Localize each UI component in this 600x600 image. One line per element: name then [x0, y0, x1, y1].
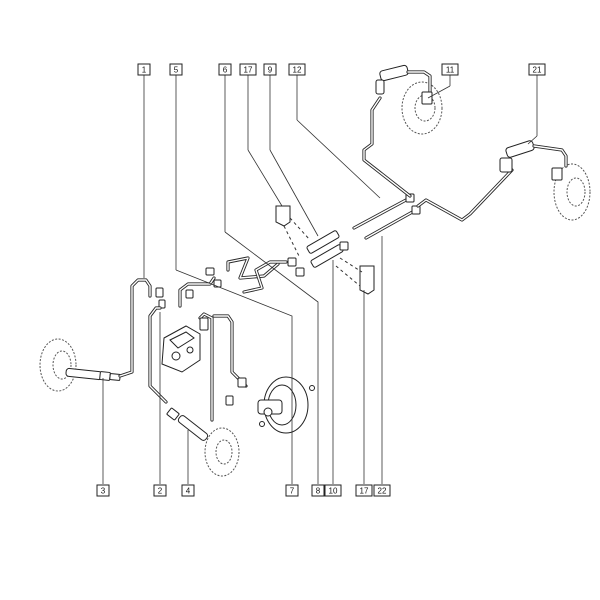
- pipe-8: [242, 257, 305, 294]
- union-connectors: [306, 230, 349, 268]
- rear-pipe-short-pair: [352, 193, 421, 240]
- svg-text:11: 11: [446, 66, 455, 75]
- callout-2: 2: [153, 484, 167, 497]
- pipe-1: [118, 278, 166, 378]
- callout-17-bottom: 17: [355, 484, 373, 497]
- svg-text:6: 6: [223, 66, 228, 75]
- callout-6: 6: [218, 63, 232, 76]
- pipe-4: [198, 312, 214, 422]
- svg-text:5: 5: [174, 66, 179, 75]
- leader-lines: [102, 75, 538, 484]
- callout-1: 1: [137, 63, 151, 76]
- wheel-front-left: [39, 338, 77, 392]
- wheel-rear-left: [553, 163, 591, 221]
- rear-pipe-to-wheel-11: [362, 64, 433, 198]
- callout-17-top: 17: [239, 63, 257, 76]
- brake-compensator-block: [161, 325, 201, 373]
- svg-text:12: 12: [293, 66, 302, 75]
- pipe-2: [148, 306, 168, 404]
- callout-11: 11: [441, 63, 459, 76]
- callout-3: 3: [96, 484, 110, 497]
- svg-text:9: 9: [268, 66, 273, 75]
- svg-text:17: 17: [244, 66, 253, 75]
- svg-text:8: 8: [316, 487, 321, 496]
- callout-9: 9: [263, 63, 277, 76]
- brake-booster: [257, 376, 315, 434]
- wheel-rear-right: [401, 81, 443, 135]
- callout-5: 5: [169, 63, 183, 76]
- front-right-hose: [166, 407, 209, 441]
- svg-text:17: 17: [360, 487, 369, 496]
- pipe-6: [226, 256, 280, 280]
- rear-pipe-to-wheel-21: [416, 140, 568, 222]
- svg-text:10: 10: [329, 487, 338, 496]
- wheel-front-right-lower: [204, 427, 240, 477]
- svg-text:3: 3: [101, 487, 106, 496]
- callout-10: 10: [324, 484, 342, 497]
- svg-text:22: 22: [378, 487, 387, 496]
- callout-12: 12: [288, 63, 306, 76]
- svg-text:21: 21: [533, 66, 542, 75]
- callout-22: 22: [373, 484, 391, 497]
- pipe-5: [178, 267, 222, 308]
- clip-17-upper: [275, 205, 311, 259]
- callout-21: 21: [528, 63, 546, 76]
- callout-8: 8: [311, 484, 325, 497]
- front-left-hose: [65, 367, 121, 381]
- callout-7: 7: [285, 484, 299, 497]
- callout-4: 4: [181, 484, 195, 497]
- svg-text:4: 4: [186, 487, 191, 496]
- clip-17-lower: [335, 257, 375, 295]
- svg-text:7: 7: [290, 487, 295, 496]
- pipe-7: [212, 314, 248, 406]
- svg-text:2: 2: [158, 487, 163, 496]
- svg-text:1: 1: [142, 66, 147, 75]
